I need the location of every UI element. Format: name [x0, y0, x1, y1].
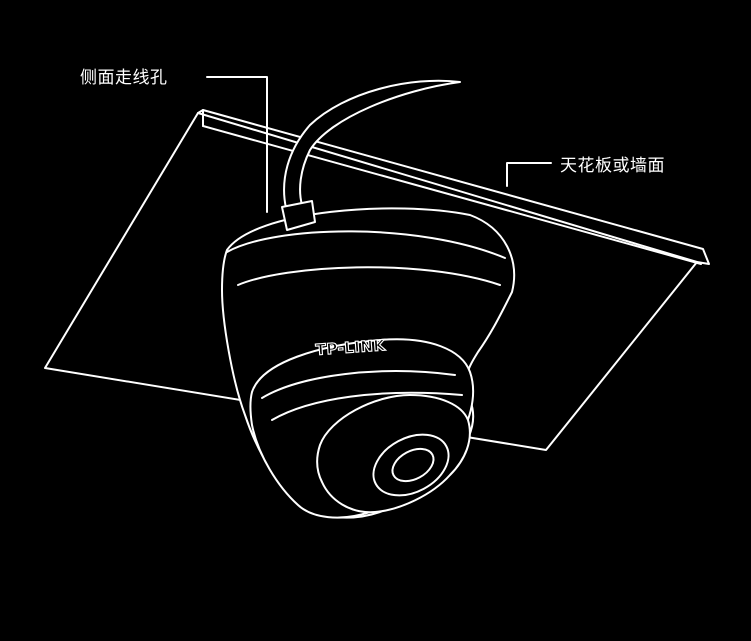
brand-logo-text: TP-LINK	[315, 336, 387, 359]
side-hole-label: 侧面走线孔	[80, 68, 168, 88]
ceiling-leader-line	[506, 162, 552, 187]
camera-lens-inner	[391, 447, 435, 483]
ceiling-panel-edge	[197, 109, 710, 265]
camera-ball-band	[261, 370, 456, 399]
dome-camera	[221, 207, 516, 519]
camera-ball-band-inner	[271, 391, 463, 421]
camera-base-inner-rim	[237, 266, 501, 286]
ceiling-panel-edge-top	[202, 125, 702, 265]
ceiling-wall-label: 天花板或墙面	[560, 156, 665, 176]
ceiling-panel	[44, 109, 710, 451]
ceiling-panel-face	[44, 112, 698, 451]
camera-lens-outer	[372, 433, 450, 497]
side-hole-leader-line	[206, 76, 268, 213]
cable-plug	[281, 200, 316, 231]
camera-base-rim	[226, 230, 506, 259]
